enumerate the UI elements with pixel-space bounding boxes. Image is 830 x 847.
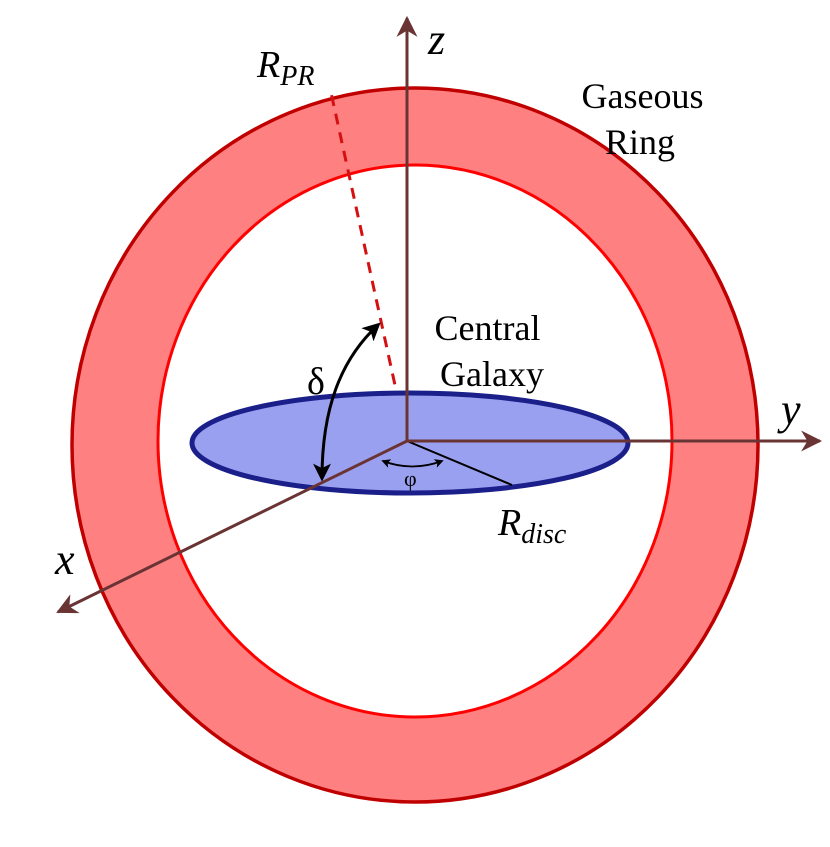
phi-angle-arrow — [381, 459, 444, 468]
central-galaxy-label: Central Galaxy — [435, 308, 550, 394]
ring-radius-label: RPR — [256, 44, 314, 92]
ring-outer-edge — [70, 86, 760, 804]
x-axis-label: x — [54, 535, 75, 584]
y-axis-label: y — [777, 385, 801, 434]
disc-radius-line — [406, 440, 513, 486]
phi-label: φ — [404, 466, 417, 491]
delta-label: δ — [307, 361, 325, 403]
ring-radius-dashed — [328, 87, 409, 441]
disc-radius-label: Rdisc — [497, 502, 567, 550]
z-axis-label: z — [427, 15, 445, 64]
delta-angle-arrow — [313, 322, 381, 482]
gaseous-ring-label: Gaseous Ring — [582, 76, 713, 162]
